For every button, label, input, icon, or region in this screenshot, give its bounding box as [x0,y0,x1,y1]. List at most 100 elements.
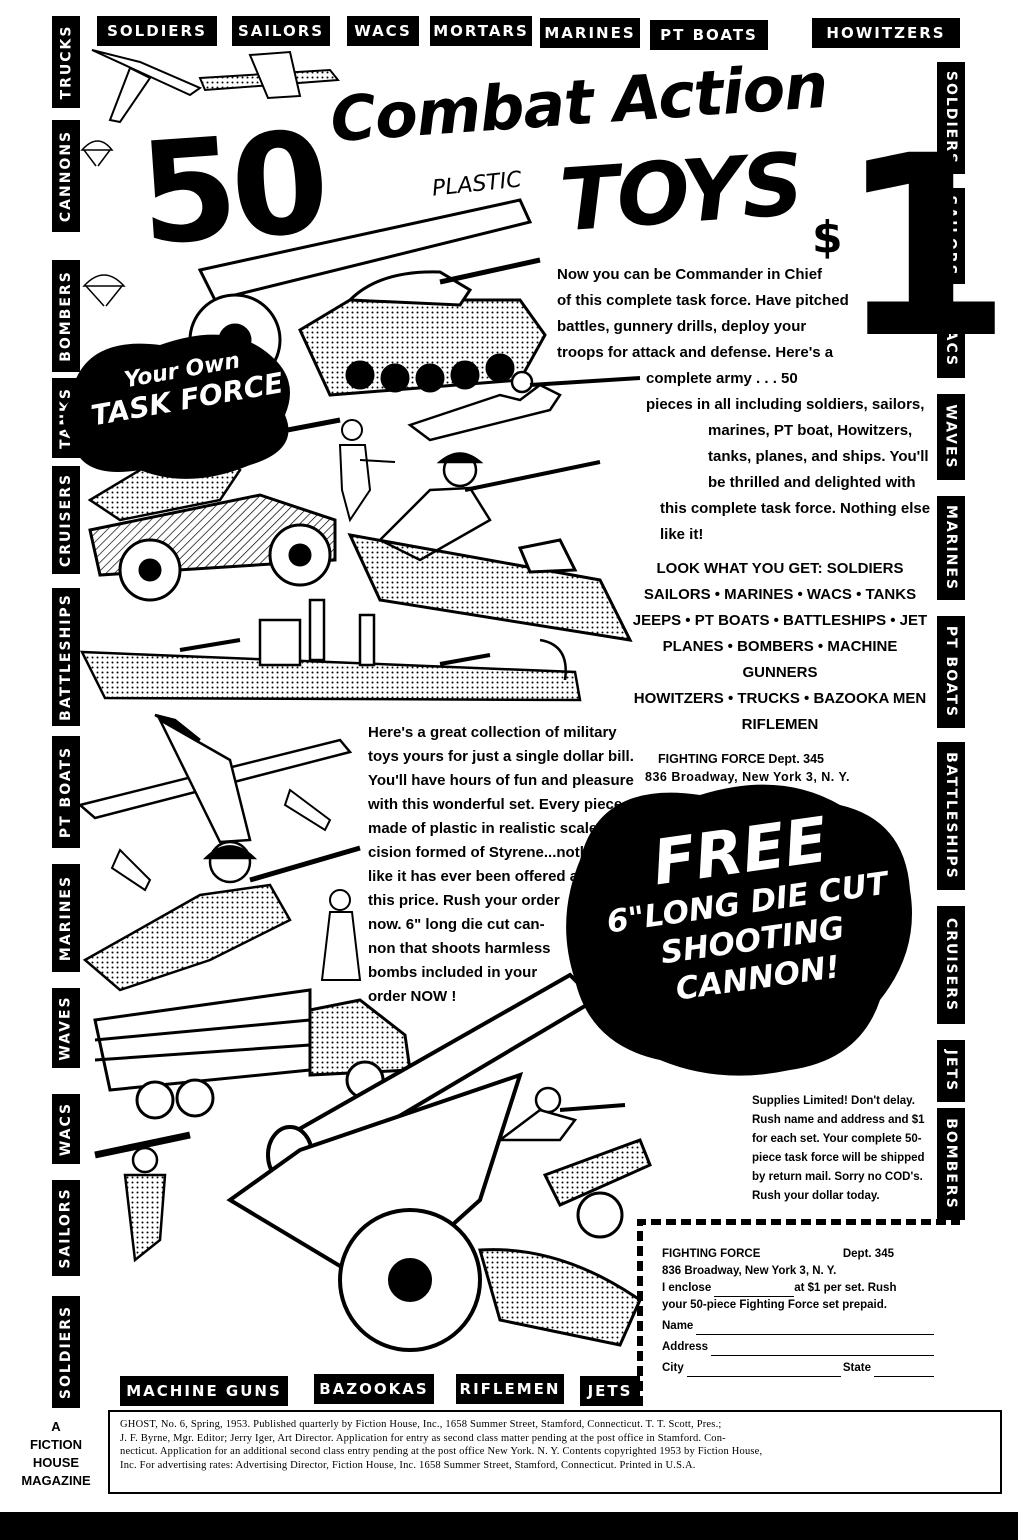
indicia-line: Inc. For advertising rates: Advertising … [120,1459,696,1471]
supplies-line: Rush name and address and $1 [752,1114,925,1126]
coupon-address-label: Address [662,1341,709,1353]
left-tag: WAVES [52,988,80,1068]
top-tag: WACS [347,16,419,46]
publisher-badge-line: HOUSE [32,1455,80,1470]
top-tag: SOLDIERS [97,16,217,46]
collection-line: cision formed of Styrene...nothing [368,844,612,861]
howitzer-icon [542,1138,652,1239]
right-tag: SOLDIERS [937,62,965,174]
left-tag: CRUISERS [52,466,80,574]
charging-soldier-icon [377,452,601,562]
intro-line: marines, PT boat, Howitzers, [708,422,913,439]
collection-line: You'll have hours of fun and pleasure [368,772,634,789]
standing-soldier-icon [338,419,396,523]
look-line: HOWITZERS • TRUCKS • BAZOOKA MEN [633,690,927,707]
pt-boat-icon [478,1248,642,1347]
intro-line: troops for attack and defense. Here's a [557,344,834,361]
battleship-icon [79,598,582,702]
publisher-badge-line: A [51,1419,61,1434]
intro-line: complete army . . . 50 [646,370,798,387]
intro-line: be thrilled and delighted with [708,474,916,491]
coupon-city-label: City [662,1362,684,1374]
intro-line: of this complete task force. Have pitche… [557,292,849,309]
coupon-name-label: Name [662,1320,694,1332]
state-field[interactable] [874,1364,934,1377]
right-tag: WAVES [937,394,965,480]
indicia-box [108,1410,1002,1494]
indicia-line: J. F. Byrne, Mgr. Editor; Jerry Iger, Ar… [120,1432,726,1444]
left-tag: BATTLESHIPS [52,588,80,726]
headline-toys: TOYS [556,134,805,252]
indicia-text: GHOST, No. 6, Spring, 1953. Published qu… [120,1418,992,1472]
left-tag: TRUCKS [52,16,80,108]
price-dollar-sign: $ [812,212,843,263]
jeep-icon [88,493,337,602]
bazooka-soldier-icon [94,1131,191,1263]
free-burst-shape [566,784,912,1076]
intro-line: Now you can be Commander in Chief [557,266,823,283]
supplies-line: piece task force will be shipped [752,1152,925,1164]
intro-line: this complete task force. Nothing else [660,500,931,517]
right-tag: MARINES [937,496,965,600]
collection-line: bombs included in your [368,964,538,981]
top-tag: HOWITZERS [812,18,960,48]
right-tag: BATTLESHIPS [937,742,965,890]
collection-line: like it has ever been offered at [368,868,584,885]
intro-line: pieces in all including soldiers, sailor… [646,396,925,413]
left-tag: CANNONS [52,120,80,232]
tank-icon [298,257,547,397]
collection-line: made of plastic in realistic scale. Pre- [368,820,635,837]
right-tag: PT BOATS [937,616,965,728]
jet-plane-icon [91,49,203,124]
name-field[interactable] [696,1322,934,1335]
look-line: PLANES • BOMBERS • MACHINE GUNNERS [662,638,898,681]
coupon-state-label: State [842,1362,871,1374]
collection-line: Here's a great collection of military [368,724,617,741]
coupon-enclose-label: I enclose [662,1282,712,1294]
indicia-line: necticut. Application for an additional … [120,1446,763,1457]
left-tag: WACS [52,1094,80,1164]
coupon-enclose-suffix: at $1 per set. Rush [794,1282,897,1294]
coupon-line2: your 50-piece Fighting Force set prepaid… [662,1299,887,1311]
indicia-line: GHOST, No. 6, Spring, 1953. Published qu… [120,1419,722,1430]
look-list: LOOK WHAT YOU GET: SOLDIERS SAILORS • MA… [630,556,930,738]
top-tag: SAILORS [232,16,330,46]
collection-line: toys yours for just a single dollar bill… [368,748,634,765]
left-tag: BOMBERS [52,260,80,372]
left-tag: PT BOATS [52,736,80,848]
coupon-company: FIGHTING FORCE [662,1248,761,1260]
price-value: 1 [838,102,1012,393]
right-tag: JETS [937,1040,965,1102]
publisher-badge: A FICTION HOUSE MAGAZINE [6,1418,106,1490]
address-dept: FIGHTING FORCE Dept. 345 [658,752,824,766]
left-tag: SAILORS [52,1180,80,1276]
bottom-black-band [0,1512,1018,1540]
prone-rifleman-icon [82,840,361,992]
look-line: LOOK WHAT YOU GET: SOLDIERS [656,560,904,577]
order-coupon: FIGHTING FORCE Dept. 345 836 Broadway, N… [662,1246,934,1377]
top-tag: MORTARS [430,16,532,46]
right-tag: WACS [937,302,965,378]
pt-boat-icon [347,533,633,642]
enclose-amount-field[interactable] [714,1284,795,1297]
look-line: JEEPS • PT BOATS • BATTLESHIPS • JET [632,612,928,629]
city-field[interactable] [686,1364,841,1377]
left-tag: MARINES [52,864,80,972]
task-force-badge-shape [62,334,290,479]
left-tag: SOLDIERS [52,1296,80,1408]
top-tag: MARINES [540,18,640,48]
collection-line: this price. Rush your order [368,892,560,909]
coupon-dept: Dept. 345 [842,1248,894,1260]
right-tag: CRUISERS [937,906,965,1024]
address-field[interactable] [711,1343,934,1356]
bomber-plane-icon [77,713,353,844]
big-cannon-icon [226,972,599,1352]
wac-figure-icon [320,889,362,981]
bomber-plane-icon [198,50,340,100]
bottom-tag: MACHINE GUNS [120,1376,288,1406]
headline-number: 50 [134,101,329,278]
army-truck-icon [93,988,412,1120]
bottom-tag: JETS [580,1376,640,1406]
look-line: RIFLEMEN [741,716,819,733]
